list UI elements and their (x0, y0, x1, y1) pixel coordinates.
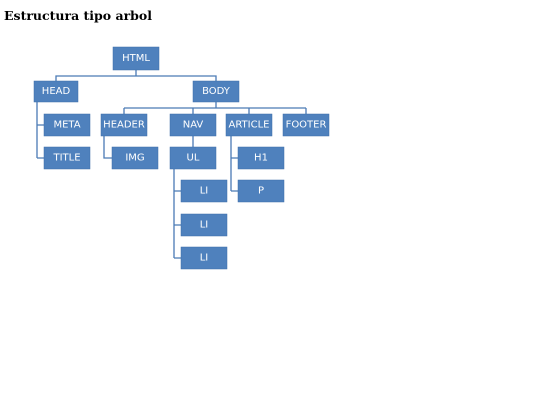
connector-head-children (36, 102, 44, 159)
connector-body-children (123, 102, 307, 114)
node-li-2: LI (180, 213, 228, 237)
node-meta-label: META (53, 120, 80, 131)
node-article-label: ARTICLE (229, 120, 270, 131)
tree-connectors (36, 70, 307, 259)
node-title-label: TITLE (52, 153, 80, 164)
connector-header-children (103, 136, 112, 159)
node-head-label: HEAD (42, 86, 71, 97)
node-li-1: LI (180, 179, 228, 203)
node-header: HEADER (100, 113, 148, 137)
node-li-1-label: LI (200, 186, 209, 197)
connector-ul-children (173, 169, 181, 259)
node-html-label: HTML (122, 53, 150, 64)
node-header-label: HEADER (103, 120, 145, 131)
node-nav: NAV (169, 113, 217, 137)
node-meta: META (43, 113, 91, 137)
node-nav-label: NAV (183, 120, 204, 131)
node-title: TITLE (43, 146, 91, 170)
node-h1-label: H1 (254, 153, 268, 164)
node-li-3-label: LI (200, 253, 209, 264)
connector-article-children (230, 136, 238, 192)
node-ul-label: UL (187, 153, 200, 164)
connector-html-children (55, 70, 217, 81)
node-li-2-label: LI (200, 220, 209, 231)
page-title: Estructura tipo arbol (4, 8, 152, 23)
node-footer: FOOTER (282, 113, 330, 137)
node-head: HEAD (33, 80, 79, 103)
node-body-label: BODY (202, 86, 231, 97)
node-p: P (237, 179, 285, 203)
node-h1: H1 (237, 146, 285, 170)
node-li-3: LI (180, 246, 228, 270)
node-footer-label: FOOTER (286, 120, 327, 131)
node-p-label: P (258, 186, 264, 197)
node-img-label: IMG (125, 153, 144, 164)
node-html: HTML (112, 46, 160, 71)
node-ul: UL (169, 146, 217, 170)
node-img: IMG (111, 146, 159, 170)
node-article: ARTICLE (225, 113, 273, 137)
node-body: BODY (192, 80, 240, 103)
